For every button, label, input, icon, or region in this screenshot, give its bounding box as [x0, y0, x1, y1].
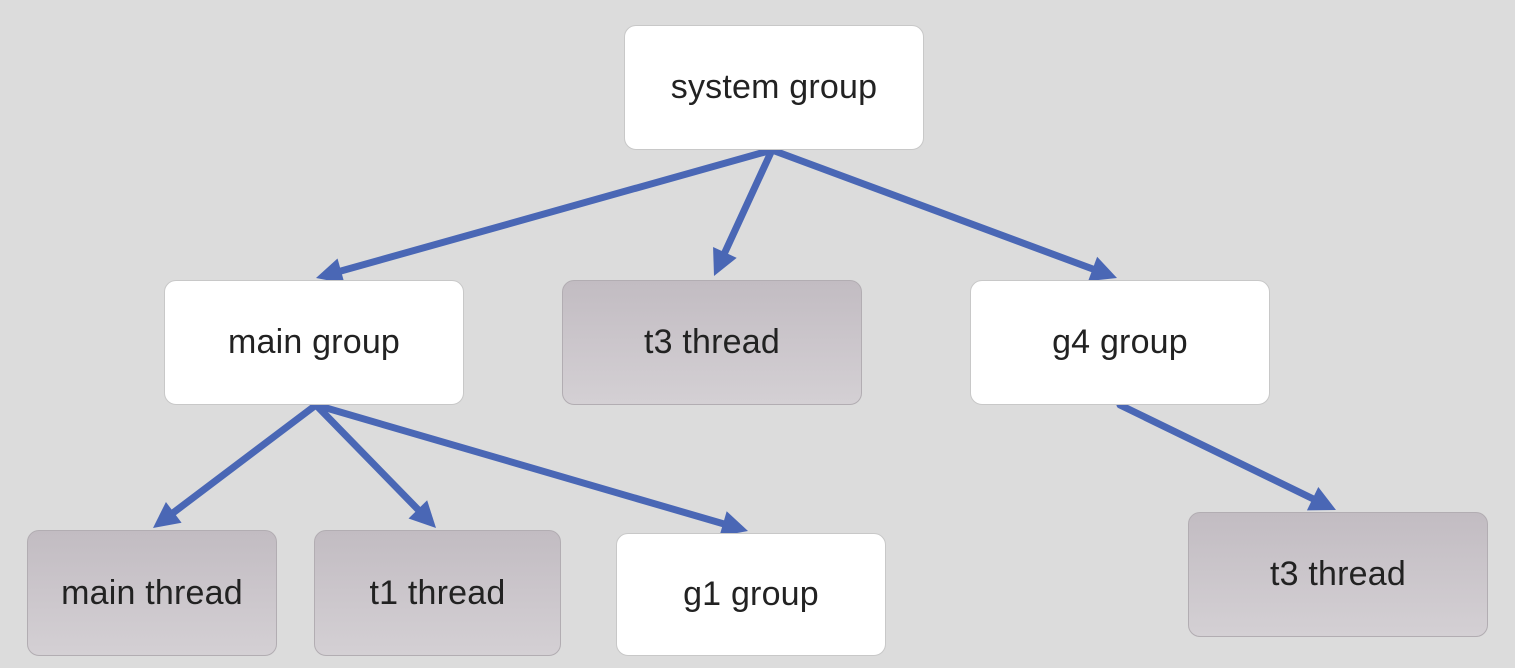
node-system-group: system group — [624, 25, 924, 150]
edge-system-group-to-t3-thread-top — [720, 146, 776, 258]
node-t1-thread: t1 thread — [314, 530, 561, 656]
edge-system-group-to-g4-group — [768, 146, 1098, 274]
arrowhead-icon — [1088, 256, 1117, 282]
arrowhead-icon — [408, 500, 436, 528]
arrowhead-icon — [1306, 486, 1336, 511]
edge-main-group-to-main-thread — [168, 401, 320, 518]
node-label: system group — [670, 68, 878, 106]
node-label: main group — [227, 323, 401, 361]
node-label: t3 thread — [1269, 555, 1406, 593]
node-main-thread: main thread — [27, 530, 277, 656]
node-label: main thread — [61, 573, 243, 612]
edge-main-group-to-t1-thread — [312, 401, 423, 515]
arrowhead-icon — [713, 246, 737, 276]
node-g1-group: g1 group — [616, 533, 886, 656]
node-main-group: main group — [164, 280, 464, 405]
edge-g4-group-to-t3-thread-bottom — [1116, 401, 1318, 504]
edge-system-group-to-main-group — [335, 146, 776, 276]
node-t3-thread-g4: t3 thread — [1188, 512, 1488, 637]
node-t3-thread: t3 thread — [562, 280, 862, 405]
edge-main-group-to-g1-group — [312, 401, 729, 528]
node-label: t1 thread — [369, 573, 506, 612]
node-label: g1 group — [683, 575, 819, 613]
node-label: g4 group — [1052, 323, 1188, 361]
arrowhead-icon — [316, 258, 345, 284]
node-g4-group: g4 group — [970, 280, 1270, 405]
node-label: t3 thread — [643, 323, 780, 361]
arrowhead-icon — [153, 501, 182, 528]
arrowhead-icon — [719, 511, 748, 537]
